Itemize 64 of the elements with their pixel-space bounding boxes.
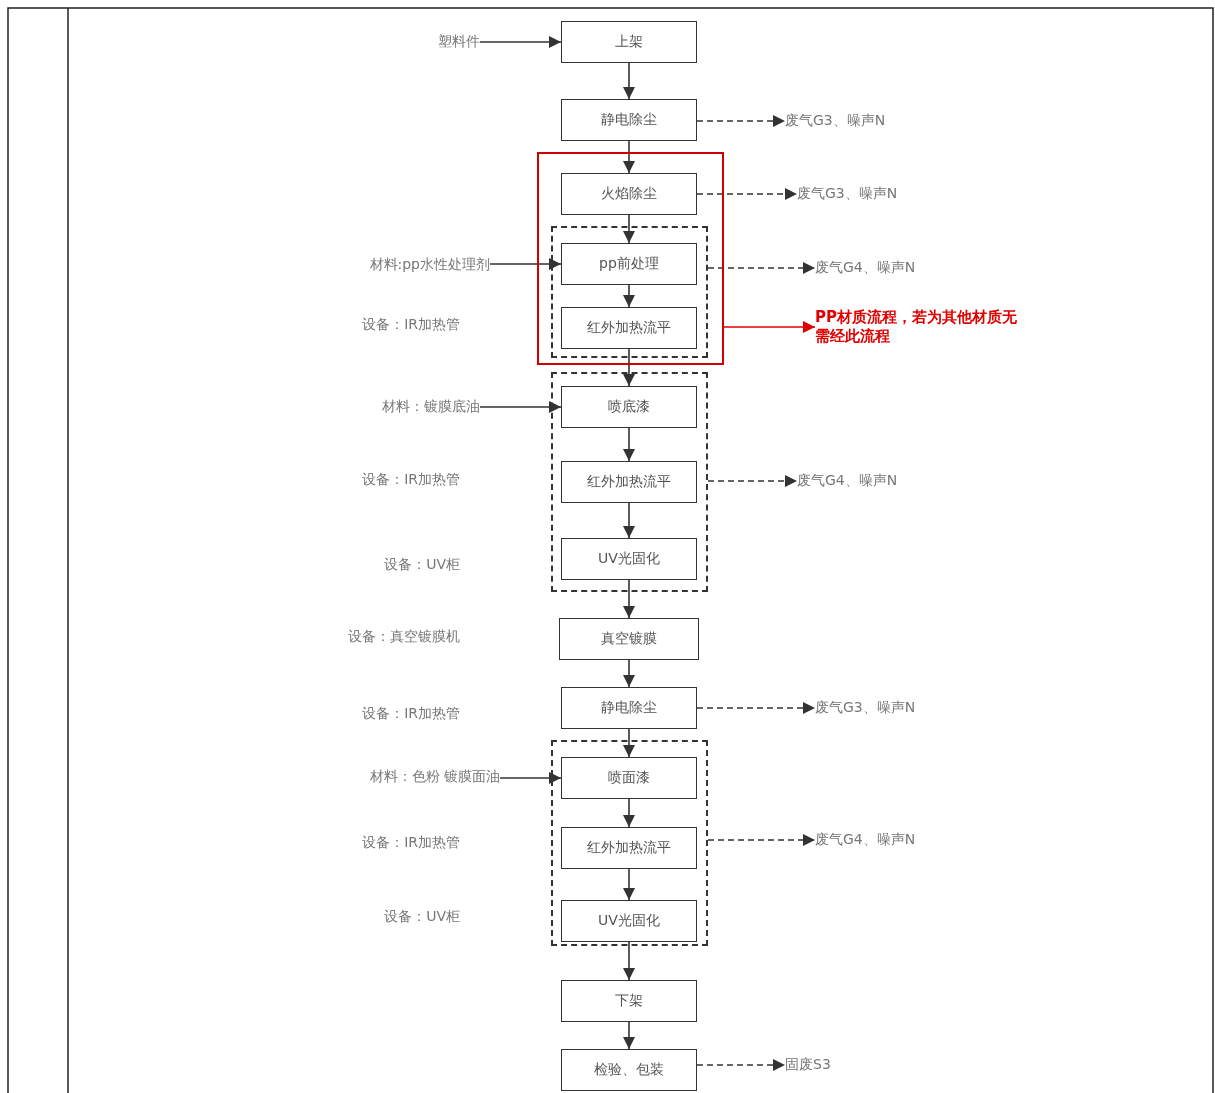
- arrow: [707, 834, 816, 846]
- emission-label: 废气G4、噪声N: [815, 256, 960, 280]
- input-label: 塑料件: [405, 30, 480, 54]
- process-box: 红外加热流平: [561, 307, 697, 349]
- input-label: 材料：镀膜底油: [330, 395, 480, 419]
- arrow: [623, 579, 635, 619]
- equipment-label: 设备：真空镀膜机: [347, 628, 460, 646]
- arrow: [623, 427, 635, 462]
- arrow: [623, 728, 635, 758]
- process-box: 红外加热流平: [561, 461, 697, 503]
- equipment-label: 设备：IR加热管: [361, 705, 460, 723]
- arrow: [707, 475, 798, 487]
- emission-label: 固废S3: [785, 1053, 875, 1077]
- arrow: [623, 502, 635, 539]
- arrow: [489, 258, 562, 270]
- dashed-group-frame: [551, 226, 708, 358]
- arrow: [623, 140, 635, 174]
- dashed-group-frame: [551, 740, 708, 946]
- equipment-label: 设备：UV柜: [383, 908, 460, 926]
- arrow: [623, 659, 635, 688]
- equipment-label: 设备：IR加热管: [361, 471, 460, 489]
- input-label: 材料:pp水性处理剂: [320, 253, 490, 277]
- arrow: [696, 702, 816, 714]
- emission-label: 废气G3、噪声N: [785, 109, 930, 133]
- arrow: [479, 401, 562, 413]
- arrow: [623, 348, 635, 387]
- process-box: UV光固化: [561, 538, 697, 580]
- note-text: PP材质流程，若为其他材质无需经此流程: [815, 304, 1030, 350]
- process-box: 静电除尘: [561, 687, 697, 729]
- arrow: [623, 798, 635, 828]
- process-box: 喷底漆: [561, 386, 697, 428]
- process-box: 火焰除尘: [561, 173, 697, 215]
- arrow: [479, 36, 562, 48]
- arrow: [623, 868, 635, 901]
- emission-label: 废气G3、噪声N: [797, 182, 942, 206]
- process-box: UV光固化: [561, 900, 697, 942]
- arrow: [499, 772, 562, 784]
- emission-label: 废气G4、噪声N: [815, 828, 960, 852]
- arrow: [623, 941, 635, 981]
- arrow: [707, 262, 816, 274]
- equipment-label: 设备：IR加热管: [361, 834, 460, 852]
- process-box: pp前处理: [561, 243, 697, 285]
- arrow: [623, 1021, 635, 1050]
- equipment-label: 设备：IR加热管: [361, 316, 460, 334]
- process-box: 检验、包装: [561, 1049, 697, 1091]
- arrow: [696, 1059, 786, 1071]
- process-box: 红外加热流平: [561, 827, 697, 869]
- emission-label: 废气G4、噪声N: [797, 469, 942, 493]
- process-box: 静电除尘: [561, 99, 697, 141]
- arrow: [623, 214, 635, 244]
- input-label: 材料：色粉 镀膜面油: [320, 765, 500, 789]
- process-box: 上架: [561, 21, 697, 63]
- process-box: 下架: [561, 980, 697, 1022]
- arrow: [623, 284, 635, 308]
- dashed-group-frame: [551, 372, 708, 592]
- process-box: 喷面漆: [561, 757, 697, 799]
- arrow: [696, 188, 798, 200]
- process-box: 真空镀膜: [559, 618, 699, 660]
- highlight-frame: [537, 152, 724, 365]
- arrow: [623, 62, 635, 100]
- emission-label: 废气G3、噪声N: [815, 696, 960, 720]
- arrow: [696, 115, 786, 127]
- arrow: [723, 321, 816, 333]
- equipment-label: 设备：UV柜: [383, 556, 460, 574]
